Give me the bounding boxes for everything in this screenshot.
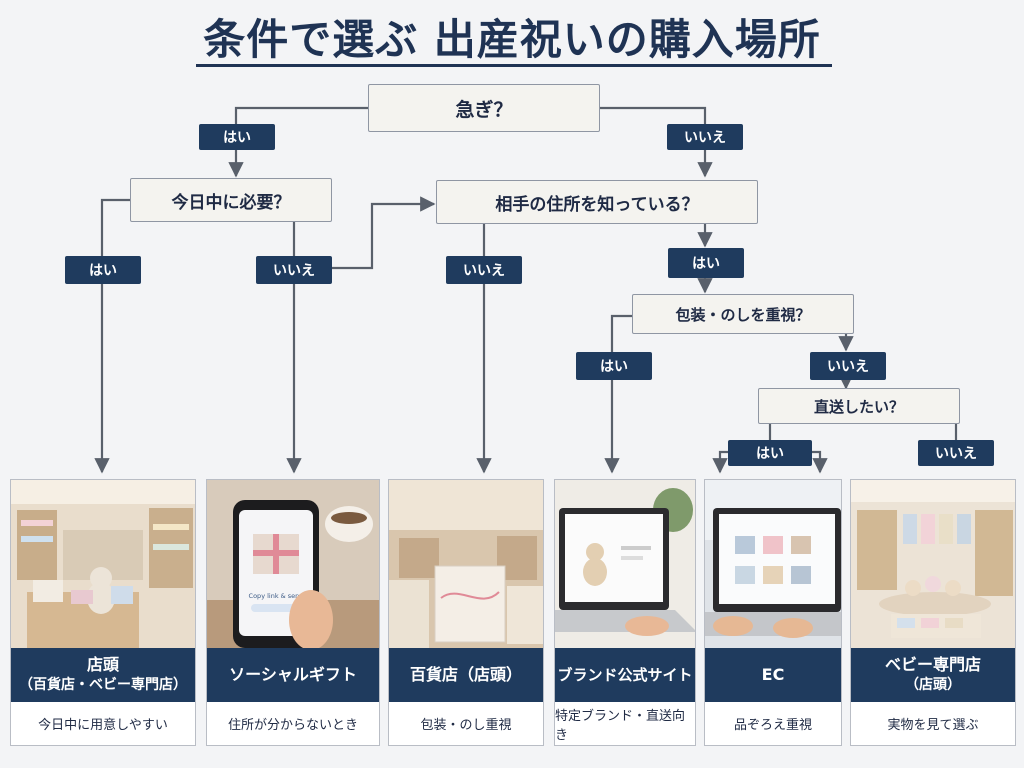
connector-q1-yes bbox=[228, 106, 368, 178]
connector-q2-yes bbox=[94, 198, 130, 474]
result-note: 住所が分からないとき bbox=[227, 718, 358, 733]
result-note: 品ぞろえ重視 bbox=[733, 718, 812, 733]
result-name-line1: EC bbox=[761, 665, 785, 684]
tag-q5-yes: はい bbox=[728, 440, 812, 466]
tag-q4-yes: はい bbox=[576, 352, 652, 380]
store-photo bbox=[11, 480, 195, 648]
question-know-address: 相手の住所を知っている？ bbox=[436, 180, 758, 224]
result-card-department-store: 百貨店（店頭） 包装・のし重視 bbox=[388, 479, 544, 746]
result-name-line2: （店頭） bbox=[905, 677, 961, 693]
result-name: 店頭 （百貨店・ベビー専門店） bbox=[11, 648, 195, 702]
tag-q4-no: いいえ bbox=[810, 352, 886, 380]
page-title: 条件で選ぶ 出産祝いの購入場所 bbox=[203, 15, 821, 64]
result-card-brand-site: ブランド公式サイト 特定ブランド・直送向き bbox=[554, 479, 696, 746]
result-name: ブランド公式サイト bbox=[555, 648, 695, 702]
tag-q2-no: いいえ bbox=[256, 256, 332, 284]
result-name-line1: 百貨店（店頭） bbox=[409, 665, 522, 684]
tag-q1-no: いいえ bbox=[667, 124, 743, 150]
result-name: ソーシャルギフト bbox=[207, 648, 379, 702]
phone-photo: Copy link & send bbox=[207, 480, 379, 648]
tag-q3-yes: はい bbox=[668, 248, 744, 278]
connector-q1-no bbox=[600, 106, 713, 178]
tag-q1-yes: はい bbox=[199, 124, 275, 150]
connector-q5-yes-left bbox=[712, 450, 728, 474]
laptop-photo bbox=[555, 480, 695, 648]
result-name: 百貨店（店頭） bbox=[389, 648, 543, 702]
tag-q3-no: いいえ bbox=[446, 256, 522, 284]
result-name-line1: ブランド公式サイト bbox=[557, 666, 693, 684]
title-underline bbox=[196, 64, 832, 67]
phone-screen-text: Copy link & send bbox=[249, 592, 304, 600]
result-note: 包装・のし重視 bbox=[420, 718, 512, 733]
result-note: 実物を見て選ぶ bbox=[887, 718, 979, 733]
result-name-line1: ソーシャルギフト bbox=[229, 665, 357, 684]
result-name-line1: ベビー専門店 bbox=[884, 655, 981, 674]
result-card-baby-store: ベビー専門店 （店頭） 実物を見て選ぶ bbox=[850, 479, 1016, 746]
tag-q5-no: いいえ bbox=[918, 440, 994, 466]
question-direct-ship: 直送したい？ bbox=[758, 388, 960, 424]
ec-laptop-photo bbox=[705, 480, 841, 648]
result-name: ベビー専門店 （店頭） bbox=[851, 648, 1015, 702]
result-name-line2: （百貨店・ベビー専門店） bbox=[19, 677, 187, 693]
connector-q2-no-to-q3 bbox=[332, 196, 436, 270]
result-card-store: 店頭 （百貨店・ベビー専門店） 今日中に用意しやすい bbox=[10, 479, 196, 746]
tag-q2-yes: はい bbox=[65, 256, 141, 284]
result-note: 特定ブランド・直送向き bbox=[555, 708, 686, 743]
question-urgent: 急ぎ？ bbox=[368, 84, 600, 132]
result-name-line1: 店頭 bbox=[86, 655, 119, 674]
question-needed-today: 今日中に必要？ bbox=[130, 178, 332, 222]
baby-store-photo bbox=[851, 480, 1015, 648]
connector-q5-yes-right bbox=[812, 450, 828, 474]
result-card-ec: EC 品ぞろえ重視 bbox=[704, 479, 842, 746]
result-card-social-gift: Copy link & send ソーシャルギフト 住所が分からないとき bbox=[206, 479, 380, 746]
department-store-photo bbox=[389, 480, 543, 648]
connector-q4-yes bbox=[604, 314, 632, 474]
question-wrapping-noshi: 包装・のしを重視？ bbox=[632, 294, 854, 334]
result-name: EC bbox=[705, 648, 841, 702]
result-note: 今日中に用意しやすい bbox=[38, 718, 168, 733]
